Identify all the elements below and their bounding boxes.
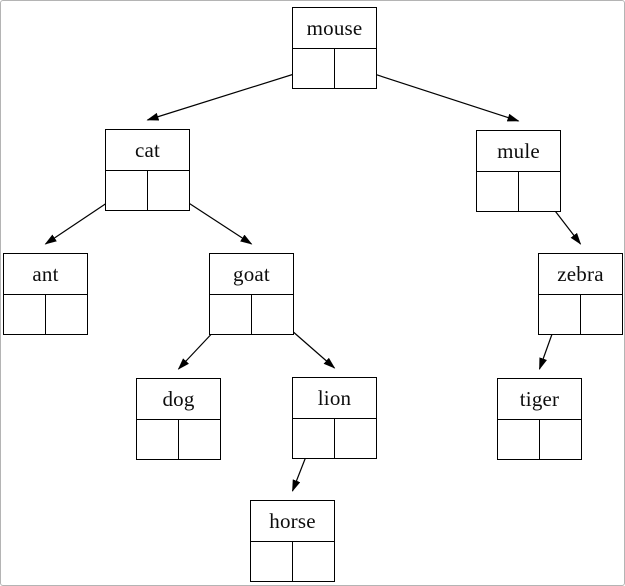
- node-right-pointer-cell: [335, 419, 376, 458]
- node-right-pointer-cell: [540, 420, 581, 459]
- node-label: horse: [269, 508, 316, 533]
- node-right-pointer-cell: [581, 295, 622, 334]
- node-label: goat: [233, 261, 270, 286]
- node-left-pointer-cell: [477, 172, 519, 211]
- node-pointer-cells: [477, 171, 560, 211]
- node-left-pointer-cell: [4, 295, 46, 334]
- node-pointer-cells: [498, 419, 581, 459]
- node-left-pointer-cell: [498, 420, 540, 459]
- tree-node-tiger: tiger: [497, 378, 582, 460]
- tree-node-mouse: mouse: [292, 7, 377, 89]
- node-right-pointer-cell: [46, 295, 87, 334]
- node-left-pointer-cell: [539, 295, 581, 334]
- node-label: ant: [32, 261, 59, 286]
- node-pointer-cells: [251, 541, 334, 581]
- node-label: mule: [497, 138, 540, 163]
- node-pointer-cells: [293, 48, 376, 88]
- node-right-pointer-cell: [148, 171, 189, 210]
- tree-node-lion: lion: [292, 377, 377, 459]
- node-left-pointer-cell: [293, 419, 335, 458]
- node-label: dog: [162, 386, 195, 411]
- node-right-pointer-cell: [179, 420, 220, 459]
- node-pointer-cells: [106, 170, 189, 210]
- edge-mouse-cat: [146, 67, 314, 121]
- tree-node-ant: ant: [3, 253, 88, 335]
- node-left-pointer-cell: [137, 420, 179, 459]
- node-right-pointer-cell: [252, 295, 293, 334]
- node-label: tiger: [519, 386, 560, 411]
- node-left-pointer-cell: [106, 171, 148, 210]
- node-pointer-cells: [137, 419, 220, 459]
- tree-node-dog: dog: [136, 378, 221, 460]
- node-label: mouse: [306, 15, 363, 40]
- node-right-pointer-cell: [519, 172, 560, 211]
- node-left-pointer-cell: [210, 295, 252, 334]
- tree-node-mule: mule: [476, 130, 561, 212]
- node-left-pointer-cell: [293, 49, 335, 88]
- tree-node-goat: goat: [209, 253, 294, 335]
- node-pointer-cells: [210, 294, 293, 334]
- node-label: lion: [317, 385, 352, 410]
- node-label: cat: [134, 137, 161, 162]
- node-right-pointer-cell: [293, 542, 334, 581]
- tree-node-horse: horse: [250, 500, 335, 582]
- node-label: zebra: [557, 261, 604, 286]
- node-pointer-cells: [539, 294, 622, 334]
- edge-mouse-mule: [355, 67, 520, 122]
- node-pointer-cells: [4, 294, 87, 334]
- node-left-pointer-cell: [251, 542, 293, 581]
- node-right-pointer-cell: [335, 49, 376, 88]
- tree-node-cat: cat: [105, 129, 190, 211]
- tree-node-zebra: zebra: [538, 253, 623, 335]
- node-pointer-cells: [293, 418, 376, 458]
